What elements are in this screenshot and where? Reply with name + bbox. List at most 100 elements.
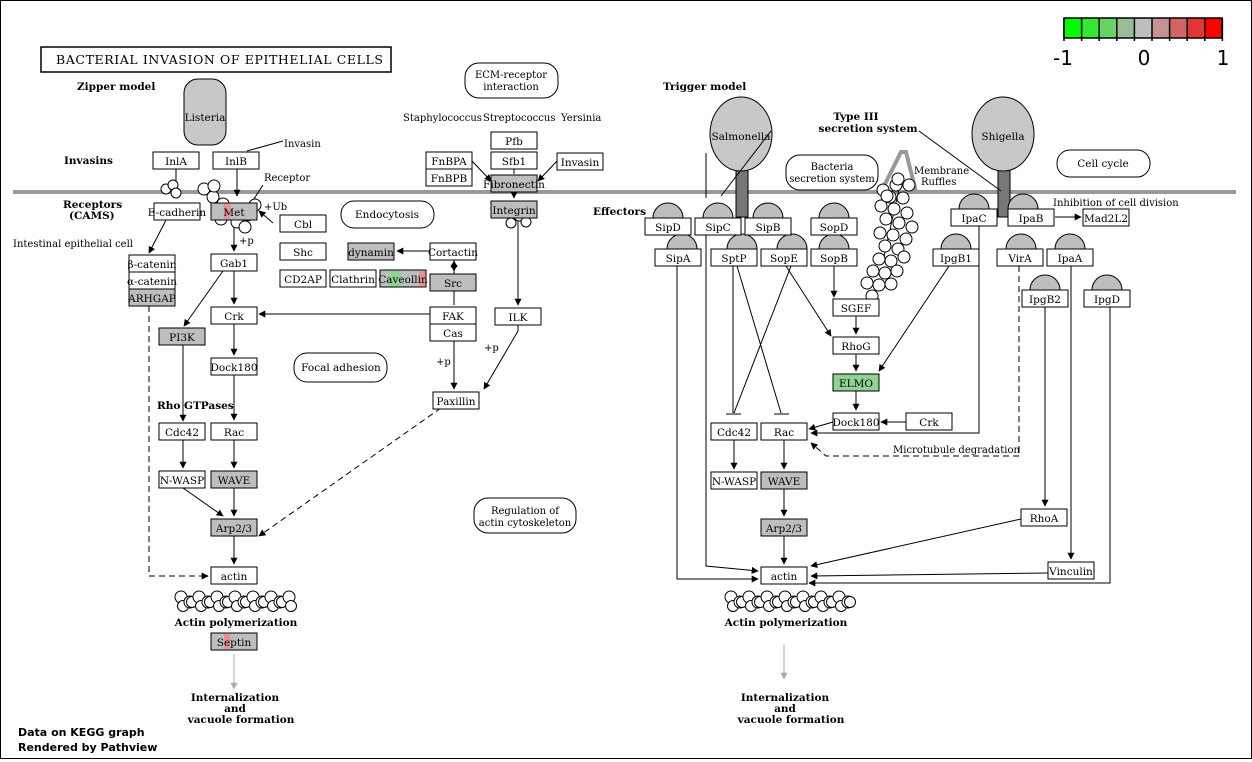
gene-node-cas[interactable]: Cas xyxy=(429,323,477,342)
gene-node-box xyxy=(429,273,477,292)
receptors-label: Receptors xyxy=(63,199,122,211)
gene-node-ilk[interactable]: ILK xyxy=(494,307,542,326)
gene-node-box xyxy=(694,217,742,236)
gene-node-met[interactable]: Met xyxy=(210,202,258,221)
gene-node-ipac[interactable]: IpaC xyxy=(950,208,998,227)
gene-node-integrin[interactable]: Integrin xyxy=(490,200,538,219)
gene-node-sipb[interactable]: SipB xyxy=(744,217,792,236)
gene-node-label: N-WASP xyxy=(712,476,756,488)
gene-node-vinculin[interactable]: Vinculin xyxy=(1047,561,1095,580)
gene-node-box xyxy=(1082,208,1130,227)
gene-node-elmo[interactable]: ELMO xyxy=(832,373,880,392)
gene-node-label: ILK xyxy=(509,312,528,324)
legend-swatch xyxy=(1081,18,1100,38)
bead xyxy=(886,228,900,242)
gene-node-racr[interactable]: Rac xyxy=(760,422,808,441)
zipper-model-label: Zipper model xyxy=(77,81,155,93)
endocytosis-pathway-box[interactable] xyxy=(340,200,435,229)
gene-node-cbl[interactable]: Cbl xyxy=(279,214,327,233)
gene-node-sopb[interactable]: SopB xyxy=(810,248,858,267)
gene-node-ipgb1[interactable]: IpgB1 xyxy=(932,248,980,267)
gene-node-arp23l[interactable]: Arp2/3 xyxy=(210,518,258,537)
gene-node-ipaa[interactable]: IpaA xyxy=(1046,248,1094,267)
gene-node-racl[interactable]: Rac xyxy=(210,422,258,441)
gene-node-sfb1[interactable]: Sfb1 xyxy=(490,151,538,170)
gene-node-inla[interactable]: InlA xyxy=(152,151,200,170)
gene-node-arp23r[interactable]: Arp2/3 xyxy=(760,518,808,537)
gene-node-crk[interactable]: Crk xyxy=(210,306,258,325)
gene-node-src[interactable]: Src xyxy=(429,273,477,292)
gene-node-cortactin[interactable]: Cortactin xyxy=(428,242,478,261)
focal-adhesion-pathway-box[interactable] xyxy=(293,352,388,383)
gene-node-invasin[interactable]: Invasin xyxy=(556,152,604,171)
gene-node-rhog[interactable]: RhoG xyxy=(832,336,880,355)
gene-node-sope[interactable]: SopE xyxy=(760,248,808,267)
gene-node-gab1[interactable]: Gab1 xyxy=(210,253,258,272)
gene-node-sopd[interactable]: SopD xyxy=(810,217,858,236)
bacteria-secretion-pathway-box[interactable] xyxy=(785,154,879,191)
bead xyxy=(878,266,892,280)
gene-node-dock180l[interactable]: Dock180 xyxy=(210,357,258,376)
cams-label: (CAMS) xyxy=(69,210,115,222)
pathway-edge xyxy=(733,265,792,414)
gene-node-box xyxy=(760,518,808,537)
gene-node-box xyxy=(210,518,258,537)
gene-node-fnbpa[interactable]: FnBPA xyxy=(425,151,473,170)
gene-node-ecadherin[interactable]: E-cadherin xyxy=(148,202,207,221)
gene-node-sgef[interactable]: SGEF xyxy=(832,298,880,317)
regulation-actin-pathway-box[interactable] xyxy=(473,497,577,534)
membrane-ruffle-shape xyxy=(879,150,918,193)
gene-node-actinr[interactable]: actin xyxy=(760,566,808,585)
footer-line-1: Data on KEGG graph xyxy=(18,726,145,739)
effector-dome xyxy=(1091,274,1123,291)
gene-node-sipc[interactable]: SipC xyxy=(694,217,742,236)
gene-node-sptp[interactable]: SptP xyxy=(710,248,758,267)
gene-node-cdc42l[interactable]: Cdc42 xyxy=(158,422,206,441)
inhibition-cell-division-label: Inhibition of cell division xyxy=(1053,198,1179,209)
gene-node-box xyxy=(932,248,980,267)
gene-node-rhoa[interactable]: RhoA xyxy=(1020,508,1068,527)
gene-node-crkr[interactable]: Crk xyxy=(905,412,953,431)
gene-node-clathrin[interactable]: Clathrin xyxy=(329,269,377,288)
gene-node-nwaspl[interactable]: N-WASP xyxy=(158,470,206,489)
gene-node-fibronectin[interactable]: Fibronectin xyxy=(483,174,545,193)
gene-node-label: FnBPB xyxy=(431,173,468,185)
pathway-edge xyxy=(471,160,492,182)
gene-node-ipab[interactable]: IpaB xyxy=(1007,208,1055,227)
gene-node-box xyxy=(490,131,538,150)
gene-node-pfb[interactable]: Pfb xyxy=(490,131,538,150)
gene-node-label: WAVE xyxy=(768,476,801,488)
gene-node-fnbpb[interactable]: FnBPB xyxy=(425,168,473,187)
pathway-links[interactable] xyxy=(293,62,1151,534)
gene-node-pi3k[interactable]: PI3K xyxy=(158,327,206,346)
gene-node-wavel[interactable]: WAVE xyxy=(210,470,258,489)
gene-node-caveolin[interactable]: Caveollin xyxy=(378,269,428,288)
gene-node-paxillin[interactable]: Paxillin xyxy=(432,391,480,410)
gene-node-arhgap[interactable]: ARHGAP xyxy=(127,288,176,307)
gene-node-inlb[interactable]: InlB xyxy=(212,151,260,170)
gene-node-vira[interactable]: VirA xyxy=(996,248,1044,267)
gene-node-shc[interactable]: Shc xyxy=(279,242,327,261)
gene-node-label: actin xyxy=(771,571,798,583)
gene-node-ipgb2[interactable]: IpgB2 xyxy=(1021,289,1069,308)
ecm-pathway-box[interactable] xyxy=(464,62,559,99)
gene-node-cdc42r[interactable]: Cdc42 xyxy=(710,422,758,441)
gene-node-dynamin[interactable]: dynamin xyxy=(347,242,395,261)
gene-node-sipd[interactable]: SipD xyxy=(644,217,692,236)
gene-node-mad2l2[interactable]: Mad2L2 xyxy=(1082,208,1130,227)
gene-node-cd2ap[interactable]: CD2AP xyxy=(279,269,327,288)
gene-node-bcatenin[interactable]: β-catenin xyxy=(127,254,177,273)
bead xyxy=(505,217,517,229)
gene-node-ipgd[interactable]: IpgD xyxy=(1083,289,1131,308)
gene-node-sipa[interactable]: SipA xyxy=(654,248,702,267)
gene-node-waver[interactable]: WAVE xyxy=(760,471,808,490)
gene-node-septin[interactable]: Septin xyxy=(210,632,258,651)
gene-node-box xyxy=(1083,289,1131,308)
gene-node-nwaspr[interactable]: N-WASP xyxy=(710,471,758,490)
gene-node-fak[interactable]: FAK xyxy=(429,306,477,325)
gene-node-dock180r[interactable]: Dock180 xyxy=(832,412,880,431)
cell-cycle-pathway-box[interactable] xyxy=(1056,149,1151,178)
gene-node-actinl[interactable]: actin xyxy=(210,566,258,585)
gene-node-acatenin[interactable]: α-catenin xyxy=(127,271,177,290)
gene-node-label: Integrin xyxy=(492,205,535,217)
